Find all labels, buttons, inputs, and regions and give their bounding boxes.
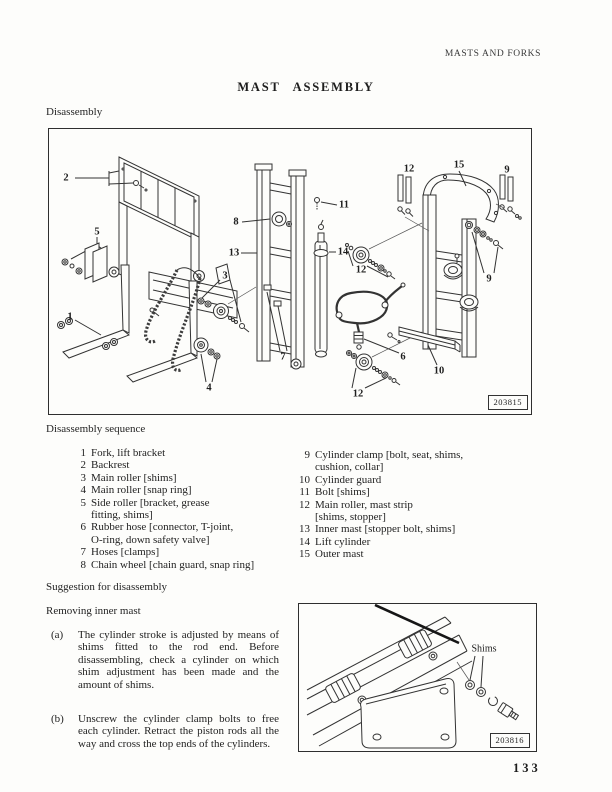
sequence-item-text: Cylinder guard (315, 473, 382, 486)
part-callout-9: 9 (486, 273, 492, 285)
sequence-item-text: Cylinder clamp [bolt, seat, shims,cushio… (315, 449, 464, 474)
paragraph-a-marker: (a) (51, 629, 64, 641)
sequence-item: 7 Hoses [clamps] (74, 546, 289, 558)
page-number: 133 (513, 761, 541, 775)
sequence-item-text: Rubber hose [connector, T-joint,O-ring, … (91, 521, 234, 546)
sequence-item: 4 Main roller [snap ring] (74, 484, 289, 496)
part-callout-12: 12 (403, 163, 415, 175)
sequence-item-number: 15 (299, 548, 310, 561)
sequence-heading: Disassembly sequence (46, 423, 146, 435)
sequence-item-text: Main roller, mast strip[shims, stopper] (315, 498, 413, 524)
shims-annotation: Shims (471, 643, 497, 655)
page-title: MAST ASSEMBLY (237, 80, 375, 94)
part-callout-12: 12 (352, 388, 364, 400)
sequence-item-text: Hoses [clamps] (91, 546, 160, 559)
bracket-plate-drawing (360, 678, 457, 749)
sequence-item-text: Bolt [shims] (315, 486, 370, 499)
main-roller-strip-drawing (346, 331, 423, 389)
sequence-item-number: 14 (299, 535, 310, 548)
sequence-item-number: 11 (299, 486, 310, 499)
lift-cylinder-drawing (313, 197, 338, 358)
sequence-item-number: 3 (80, 471, 87, 484)
suggestion-heading: Suggestion for disassembly (46, 581, 167, 593)
sequence-item: 10 Cylinder guard (294, 474, 530, 486)
part-callout-5: 5 (94, 226, 100, 238)
sequence-right: 9 Cylinder clamp [bolt, seat, shims,cushi… (294, 449, 530, 561)
sequence-item-number: 13 (299, 523, 310, 536)
sequence-item: 13 Inner mast [stopper bolt, shims] (294, 523, 530, 535)
section-disassembly: Disassembly (46, 106, 103, 118)
sequence-item-text: Inner mast [stopper bolt, shims] (315, 523, 456, 536)
sequence-item: 2 Backrest (74, 459, 289, 471)
part-callout-6: 6 (400, 351, 406, 363)
mast-assembly-diagram (57, 156, 522, 389)
sequence-item: 14 Lift cylinder (294, 536, 530, 548)
part-callout-11: 11 (339, 199, 349, 211)
part-callout-12: 12 (355, 264, 367, 276)
sequence-item-number: 1 (80, 447, 87, 459)
sequence-item: 12 Main roller, mast strip[shims, stopper… (294, 499, 530, 524)
sequence-item-text: Chain wheel [chain guard, snap ring] (91, 558, 255, 571)
rubber-hose-drawing (335, 282, 406, 354)
sequence-item-text: Main roller [snap ring] (91, 484, 192, 497)
main-roller-shims-drawing (197, 279, 257, 333)
outer-mast-drawing (387, 170, 499, 366)
paragraph-b-marker: (b) (51, 713, 64, 725)
part-callout-1: 1 (67, 311, 73, 323)
suggestion-subheading: Removing inner mast (46, 605, 141, 617)
part-callout-8: 8 (233, 216, 239, 228)
sequence-item-number: 5 (80, 496, 87, 509)
part-callout-14: 14 (337, 246, 349, 258)
figure2-code: 203816 (489, 733, 530, 748)
main-roller-snapring-drawing (193, 337, 221, 383)
paragraph-b: Unscrew the cylinder clamp bolts to free… (78, 713, 279, 750)
figure-shims-detail: Shims 203816 (298, 603, 537, 752)
inner-mast-drawing (241, 163, 307, 370)
part-callout-10: 10 (433, 365, 445, 377)
shims-detail-diagram (306, 604, 520, 749)
sequence-item-number: 8 (80, 558, 87, 571)
page-header: MASTS AND FORKS (444, 49, 541, 59)
sequence-item: 9 Cylinder clamp [bolt, seat, shims,cushi… (294, 449, 530, 474)
paragraph-a: The cylinder stroke is adjusted by means… (78, 629, 279, 691)
shim-bolt-groups-drawing (345, 174, 522, 280)
sequence-item-number: 4 (80, 484, 87, 497)
sequence-item-number: 2 (80, 459, 87, 472)
shims-bolt-drawing (456, 655, 520, 721)
sequence-item-text: Main roller [shims] (91, 471, 177, 484)
sequence-item-number: 7 (80, 546, 87, 559)
sequence-item-text: Fork, lift bracket (91, 447, 166, 459)
sequence-item-text: Lift cylinder (315, 535, 371, 548)
part-callout-9: 9 (504, 164, 510, 176)
sequence-item: 15 Outer mast (294, 548, 530, 560)
sequence-item-number: 9 (304, 449, 311, 461)
fork-lift-bracket-drawing (57, 263, 238, 383)
part-callout-3: 3 (222, 270, 228, 282)
sequence-item-text: Backrest (91, 459, 130, 472)
figure1-code: 203815 (487, 395, 528, 410)
sequence-item-number: 6 (80, 521, 87, 534)
sequence-item: 3 Main roller [shims] (74, 472, 289, 484)
part-callout-2: 2 (63, 172, 69, 184)
cylinder-clamp-upper-drawing (398, 629, 432, 659)
sequence-item: 8 Chain wheel [chain guard, snap ring] (74, 559, 289, 571)
sequence-item-number: 10 (299, 473, 310, 486)
cylinder-clamp-lower-drawing (325, 673, 361, 703)
sequence-item-text: Outer mast (315, 548, 364, 561)
side-roller-drawing (61, 237, 120, 283)
part-callout-13: 13 (228, 247, 240, 259)
part-callout-15: 15 (453, 159, 465, 171)
sequence-item: 6 Rubber hose [connector, T-joint,O-ring,… (74, 521, 289, 546)
part-callout-4: 4 (206, 382, 212, 394)
sequence-item: 11 Bolt [shims] (294, 486, 530, 498)
sequence-item-number: 12 (299, 498, 310, 511)
part-callout-7: 7 (280, 351, 286, 363)
sequence-item: 1 Fork, lift bracket (74, 447, 289, 459)
